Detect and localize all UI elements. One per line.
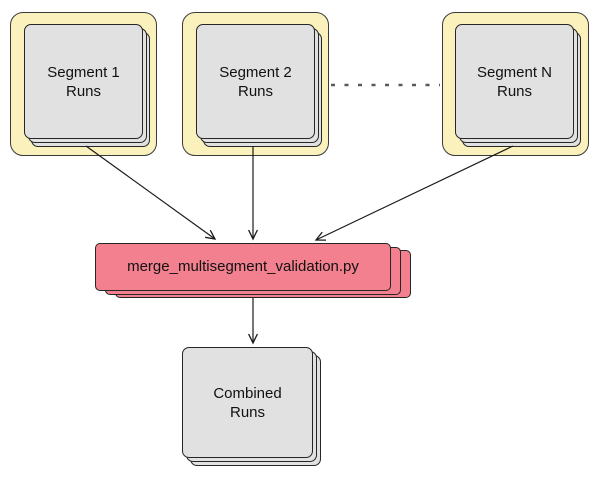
combined-runs-paper-stack: Combined Runs bbox=[182, 347, 321, 466]
segment-2-label-line1: Segment 2 bbox=[219, 63, 292, 81]
node-segment-n-runs: Segment N Runs bbox=[455, 24, 574, 139]
node-segment-1-runs: Segment 1 Runs bbox=[24, 24, 143, 139]
segment-1-paper-stack: Segment 1 Runs bbox=[24, 24, 150, 147]
merge-script-label: merge_multisegment_validation.py bbox=[127, 258, 359, 275]
merge-script-paper-stack: merge_multisegment_validation.py bbox=[95, 243, 411, 298]
connector-segmentN-to-merge bbox=[314, 145, 514, 241]
node-segment-2-runs: Segment 2 Runs bbox=[196, 24, 315, 139]
node-segment-n-group: Segment N Runs bbox=[442, 12, 589, 156]
node-combined-runs: Combined Runs bbox=[182, 347, 313, 458]
node-merge-script: merge_multisegment_validation.py bbox=[95, 243, 391, 291]
connector-segment1-to-merge bbox=[85, 145, 217, 240]
node-segment-1-group: Segment 1 Runs bbox=[10, 12, 157, 156]
segment-1-label-line2: Runs bbox=[65, 82, 102, 100]
node-segment-2-group: Segment 2 Runs bbox=[182, 12, 329, 156]
segment-n-label-line2: Runs bbox=[496, 82, 533, 100]
segment-n-paper-stack: Segment N Runs bbox=[455, 24, 581, 147]
segment-1-label-line1: Segment 1 bbox=[47, 63, 120, 81]
segment-2-paper-stack: Segment 2 Runs bbox=[196, 24, 322, 147]
combined-label-line2: Runs bbox=[229, 403, 266, 421]
combined-label-line1: Combined bbox=[213, 384, 282, 402]
segment-2-label-line2: Runs bbox=[237, 82, 274, 100]
segment-n-label-line1: Segment N bbox=[476, 63, 553, 81]
